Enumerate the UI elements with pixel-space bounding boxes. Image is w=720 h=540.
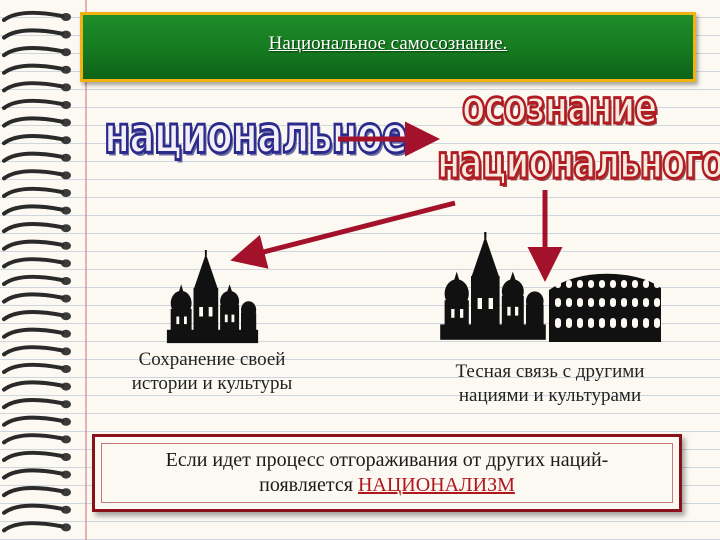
binding-ring	[2, 362, 64, 374]
binding-ring	[2, 81, 64, 93]
colosseum-arch	[632, 298, 638, 307]
colosseum-arch	[654, 298, 660, 307]
caption-right-line1: Тесная связь с другими	[455, 361, 645, 382]
colosseum-arch	[610, 298, 616, 307]
colosseum-arch	[555, 280, 561, 288]
binding-ring	[2, 222, 64, 234]
kremlin-icon-left	[166, 250, 259, 344]
caption-left-line1: Сохранение своей	[138, 349, 286, 370]
binding-ring	[2, 186, 64, 198]
kremlin-icon-right	[440, 232, 546, 340]
colosseum-arch	[577, 280, 583, 288]
binding-ring	[2, 134, 64, 146]
colosseum-arch	[621, 298, 627, 307]
colosseum-icon	[549, 273, 661, 342]
binding-ring	[2, 292, 64, 304]
colosseum-arch	[555, 318, 561, 328]
binding-ring	[2, 151, 64, 163]
caption-right-line2: нациями и культурами	[458, 384, 642, 406]
word-awareness: осознание	[461, 81, 659, 135]
colosseum-arch	[599, 280, 605, 288]
colosseum-arch	[632, 318, 638, 328]
arrow-down-left	[230, 200, 456, 269]
binding-ring	[2, 310, 64, 322]
colosseum-arch	[599, 298, 605, 307]
colosseum-arch	[599, 318, 605, 328]
binding-ring	[2, 503, 64, 515]
binding-ring	[2, 116, 64, 128]
binding-ring	[2, 169, 64, 181]
binding-ring	[2, 63, 64, 75]
binding-ring	[2, 521, 64, 533]
colosseum-arch	[610, 318, 616, 328]
colosseum-arch	[654, 280, 660, 288]
binding-ring	[2, 345, 64, 357]
colosseum-arch	[566, 318, 572, 328]
colosseum-arch	[643, 318, 649, 328]
colosseum-arch	[654, 318, 660, 328]
binding-ring	[2, 98, 64, 110]
word-of-national: национального	[436, 136, 720, 190]
conclusion-line2: появляется НАЦИОНАЛИЗМ	[259, 473, 515, 498]
colosseum-arch	[632, 280, 638, 288]
title-banner: Национальное самосознание.	[80, 12, 696, 82]
conclusion-line1: Если идет процесс отгораживания от други…	[165, 449, 609, 471]
colosseum-arch	[566, 280, 572, 288]
binding-ring	[2, 10, 64, 22]
binding-ring	[2, 433, 64, 445]
colosseum-arch	[588, 298, 594, 307]
colosseum-arch	[610, 280, 616, 288]
binding-ring	[2, 327, 64, 339]
binding-ring	[2, 380, 64, 392]
colosseum-arch	[577, 298, 583, 307]
spiral-binding	[2, 10, 71, 533]
binding-ring	[2, 468, 64, 480]
colosseum-arch	[577, 318, 583, 328]
colosseum-arch	[588, 280, 594, 288]
slide-title: Национальное самосознание.	[268, 33, 508, 54]
colosseum-arch	[643, 280, 649, 288]
binding-ring	[2, 450, 64, 462]
binding-ring	[2, 486, 64, 498]
colosseum-arch	[555, 298, 561, 307]
colosseum-arch	[621, 318, 627, 328]
colosseum-arch	[621, 280, 627, 288]
nationalism-term: НАЦИОНАЛИЗМ	[357, 474, 515, 496]
binding-ring	[2, 398, 64, 410]
word-national: национальное	[103, 105, 409, 165]
binding-ring	[2, 28, 64, 40]
caption-left-line2: истории и культуры	[131, 372, 293, 394]
conclusion-box: Если идет процесс отгораживания от други…	[92, 434, 682, 512]
conclusion-line2-prefix: появляется	[259, 474, 358, 496]
binding-ring	[2, 257, 64, 269]
conclusion-inner: Если идет процесс отгораживания от други…	[101, 443, 673, 503]
binding-ring	[2, 46, 64, 58]
binding-ring	[2, 274, 64, 286]
binding-ring	[2, 239, 64, 251]
colosseum-arch	[566, 298, 572, 307]
binding-ring	[2, 415, 64, 427]
colosseum-arch	[588, 318, 594, 328]
colosseum-arch	[643, 298, 649, 307]
binding-ring	[2, 204, 64, 216]
